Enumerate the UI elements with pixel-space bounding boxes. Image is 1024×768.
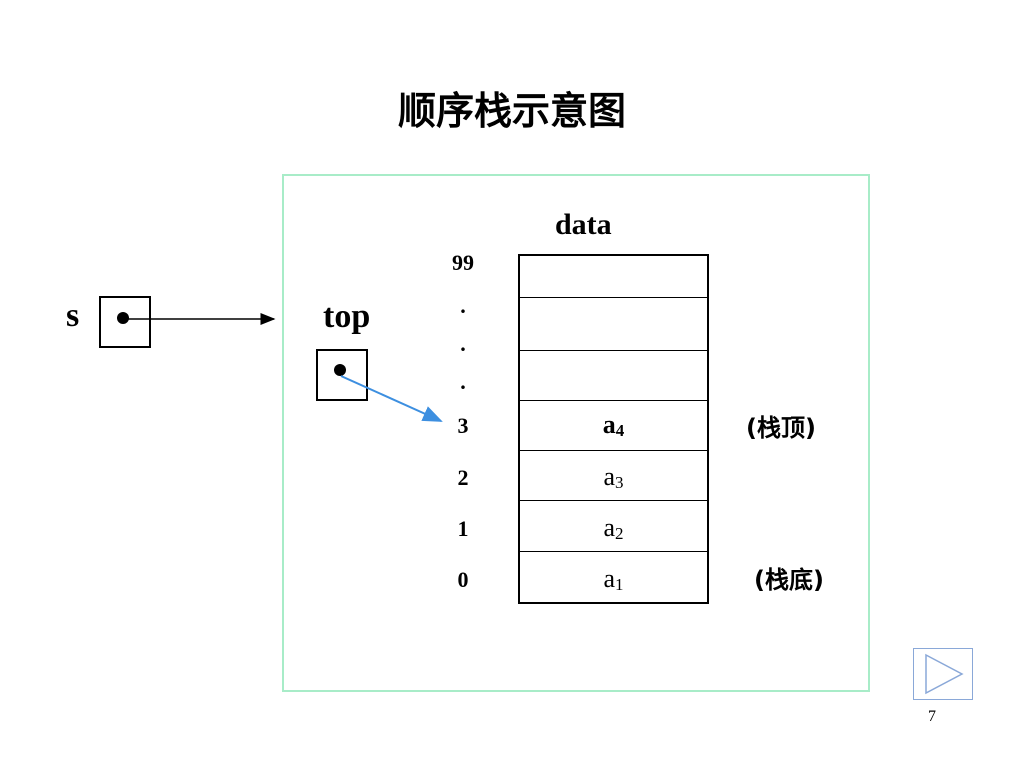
- stack-top-annotation: (栈顶): [746, 414, 816, 442]
- top-pointer-dot: [334, 364, 346, 376]
- pointer-s-label: s: [66, 297, 80, 334]
- top-label: top: [323, 298, 371, 335]
- cell-divider: [520, 400, 707, 401]
- stack-bottom-annotation: (栈底): [754, 566, 824, 594]
- stack-cell-a4: a4: [602, 410, 625, 440]
- top-to-index-arrow: [340, 375, 443, 422]
- index-label: .: [460, 293, 466, 318]
- pointer-s-box: [99, 296, 151, 348]
- cell-divider: [520, 297, 707, 298]
- index-label: .: [460, 331, 466, 356]
- index-label: 2: [457, 465, 469, 490]
- cell-divider: [520, 350, 707, 351]
- stack-cell-a1: a1: [603, 564, 624, 594]
- index-label: 0: [457, 567, 469, 592]
- cell-divider: [520, 551, 707, 552]
- stack-cell-a2: a2: [603, 513, 624, 543]
- next-slide-button[interactable]: [913, 648, 973, 700]
- page-title: 顺序栈示意图: [397, 89, 626, 133]
- stack-cell-a3: a3: [603, 462, 624, 492]
- stack-array: [518, 254, 709, 604]
- page-number: 7: [928, 708, 936, 725]
- index-label: .: [460, 369, 466, 394]
- cell-divider: [520, 450, 707, 451]
- cell-divider: [520, 500, 707, 501]
- index-label: 99: [452, 250, 474, 275]
- data-array-label: data: [555, 208, 612, 241]
- top-pointer-box: [316, 349, 368, 401]
- play-triangle-icon: [925, 653, 964, 695]
- diagram-frame: [282, 174, 870, 692]
- index-label: 1: [457, 516, 469, 541]
- index-label: 3: [457, 413, 469, 438]
- pointer-s-dot: [117, 312, 129, 324]
